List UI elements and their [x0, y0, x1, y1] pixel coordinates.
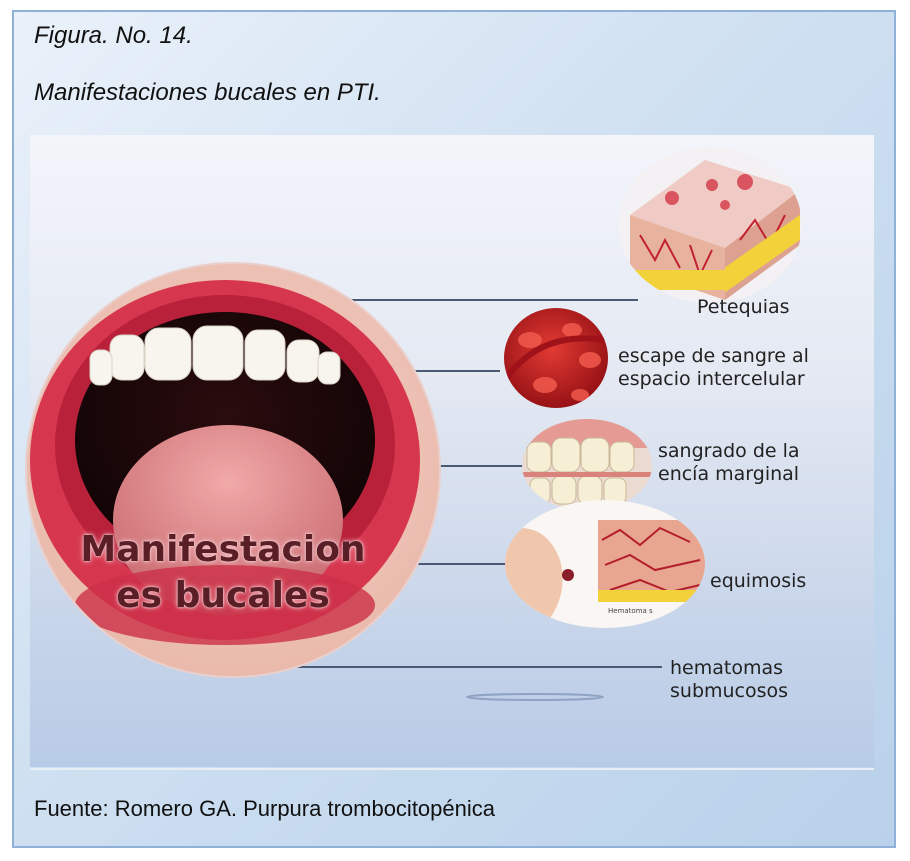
hematoma-image-caption: Hematoma s — [608, 607, 653, 615]
label-equimosis: equimosis — [710, 570, 806, 593]
center-label-line-1: Manifestacion — [58, 527, 388, 573]
source-citation: Fuente: Romero GA. Purpura trombocitopén… — [34, 796, 495, 822]
label-hematomas-line-2: submucosos — [670, 680, 788, 703]
decorative-ellipse — [467, 694, 603, 700]
label-petequias: Petequias — [697, 296, 790, 319]
blood-cells-image — [500, 305, 615, 415]
label-escape-sangre: escape de sangre al espacio intercelular — [618, 345, 809, 391]
label-sangrado-encia: sangrado de la encía marginal — [658, 440, 800, 486]
center-label-line-2: es bucales — [58, 573, 388, 619]
label-hematomas-line-1: hematomas — [670, 657, 788, 680]
label-sangrado-line-1: sangrado de la — [658, 440, 800, 463]
label-escape-line-2: espacio intercelular — [618, 368, 809, 391]
gums-teeth-image — [520, 418, 655, 513]
petechiae-skin-section-image — [615, 145, 815, 315]
label-sangrado-line-2: encía marginal — [658, 463, 800, 486]
label-hematomas: hematomas submucosos — [670, 657, 788, 703]
center-label: Manifestacion es bucales — [58, 527, 388, 619]
label-escape-line-1: escape de sangre al — [618, 345, 809, 368]
